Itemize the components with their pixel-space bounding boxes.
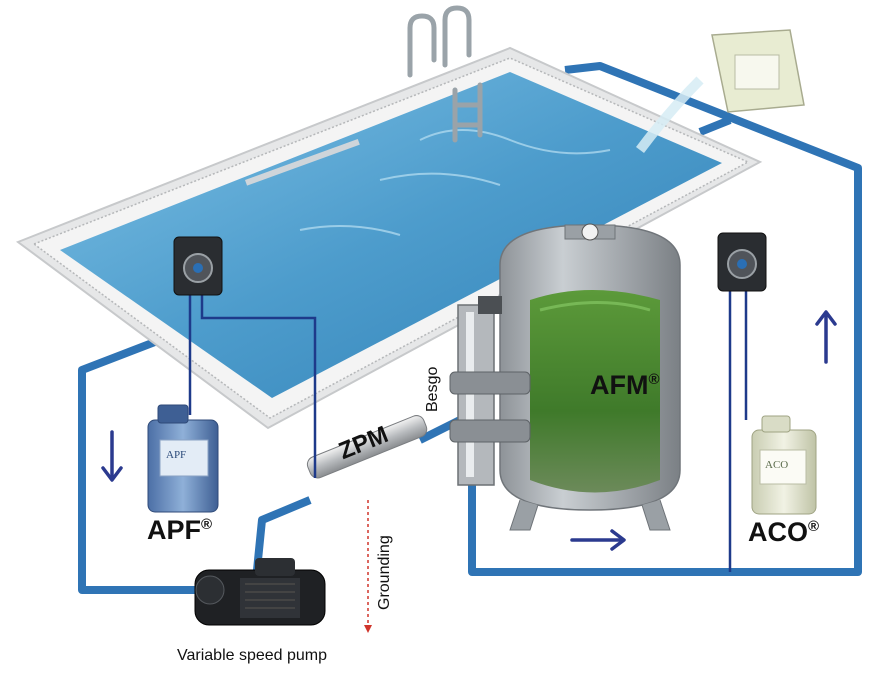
aco-dosing-pump xyxy=(717,232,767,292)
dosing-tubes xyxy=(188,285,748,572)
arrow-up-icon xyxy=(815,310,837,364)
water-ripples xyxy=(299,129,611,236)
afm-media xyxy=(530,290,660,493)
aco-drum: ACO xyxy=(751,415,817,515)
variable-speed-pump xyxy=(194,558,326,626)
aco-drum-label: ACO xyxy=(765,459,788,471)
pipe-return-branch xyxy=(698,116,732,136)
pool-rail xyxy=(245,138,360,186)
besgo-label: Besgo xyxy=(424,366,441,412)
grounding-wire xyxy=(364,500,372,633)
flow-arrows xyxy=(101,310,837,551)
pipe-suction-left xyxy=(78,336,200,594)
afm-filter-vessel xyxy=(499,223,681,531)
arrow-right-icon xyxy=(570,529,626,551)
pipe-return-right xyxy=(468,62,862,576)
apf-label: APF® xyxy=(147,515,213,545)
arrow-down-icon xyxy=(101,430,123,482)
aco-bottle-pouring xyxy=(636,29,805,154)
apf-drum: APF xyxy=(147,404,219,513)
zpm-unit xyxy=(306,415,428,479)
pool-ladder xyxy=(407,5,483,143)
apf-drum-label: APF xyxy=(166,449,186,461)
pump-label: Variable speed pump xyxy=(177,647,328,664)
aco-label: ACO® xyxy=(748,517,820,547)
pool-water xyxy=(60,72,722,398)
pressure-gauge xyxy=(581,223,599,241)
grounding-label: Grounding xyxy=(376,535,393,610)
afm-label: AFM® xyxy=(590,370,660,400)
besgo-valve xyxy=(449,296,531,486)
apf-dosing-pump xyxy=(173,236,223,296)
